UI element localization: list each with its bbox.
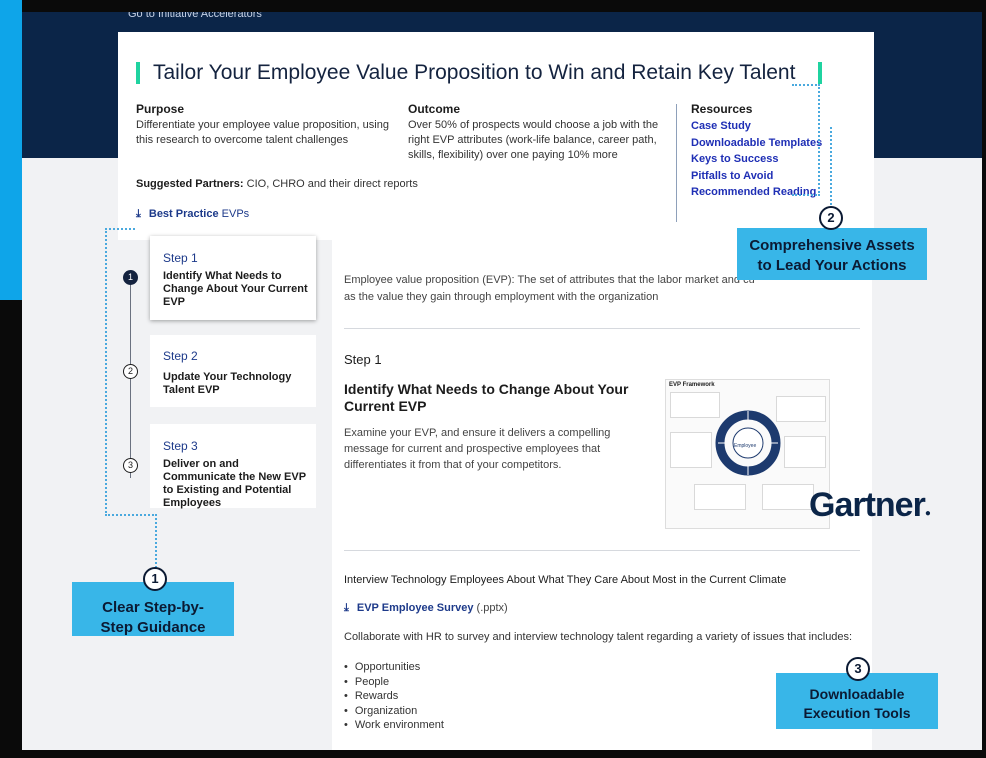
step-3-desc: Deliver on and Communicate the New EVP t… <box>163 458 306 509</box>
resource-link-reading[interactable]: Recommended Reading <box>691 186 817 198</box>
title-accent-left <box>136 62 140 84</box>
figure-box <box>784 436 826 468</box>
connector-res-right <box>818 84 820 196</box>
best-practice-link[interactable]: ⤓ Best Practice EVPs <box>136 208 249 221</box>
resources-heading: Resources <box>691 102 753 116</box>
resource-link-templates[interactable]: Downloadable Templates <box>691 137 823 149</box>
resource-link-case-study[interactable]: Case Study <box>691 120 751 132</box>
figure-box <box>694 484 746 510</box>
content-step-label: Step 1 <box>344 352 382 367</box>
breadcrumb[interactable]: Go to Initiative Accelerators <box>128 12 262 20</box>
title-accent-right <box>818 62 822 84</box>
step-2-card[interactable]: Step 2 Update Your Technology Talent EVP <box>150 335 316 407</box>
callout-2-text: Comprehensive Assets to Lead Your Action… <box>749 237 915 274</box>
suggested-partners: Suggested Partners: CIO, CHRO and their … <box>136 178 418 190</box>
callout-tools: Downloadable Execution Tools <box>776 673 938 729</box>
divider <box>344 328 860 329</box>
connector-res-top <box>792 84 820 86</box>
list-item: Organization <box>344 704 444 719</box>
survey-download-link[interactable]: ⤓ EVP Employee Survey (.pptx) <box>344 602 508 615</box>
step-1-marker: 1 <box>123 270 138 285</box>
step-2-marker: 2 <box>123 364 138 379</box>
callout-3-text: Downloadable Execution Tools <box>803 686 911 721</box>
content-heading: Identify What Needs to Change About Your… <box>344 381 629 414</box>
figure-box <box>670 432 712 468</box>
step-3-marker: 3 <box>123 458 138 473</box>
partners-label: Suggested Partners: <box>136 178 244 190</box>
callout-1-badge: 1 <box>143 567 167 591</box>
figure-box <box>776 396 826 422</box>
figure-box <box>762 484 814 510</box>
issues-list: Opportunities People Rewards Organizatio… <box>344 660 444 733</box>
initiative-card: Tailor Your Employee Value Proposition t… <box>118 32 874 240</box>
evp-ring-diagram <box>715 410 781 476</box>
step-3-card[interactable]: Step 3 Deliver on and Communicate the Ne… <box>150 424 316 509</box>
divider <box>344 550 860 551</box>
connector-steps-bottom <box>105 514 157 516</box>
list-item: Opportunities <box>344 660 444 675</box>
outcome-heading: Outcome <box>408 102 461 116</box>
figure-center-label: Employee <box>734 443 757 449</box>
step-1-desc: Identify What Needs to Change About Your… <box>163 270 308 308</box>
survey-file-ext: (.pptx) <box>476 602 508 614</box>
callout-assets: Comprehensive Assets to Lead Your Action… <box>737 228 927 280</box>
callout-guidance: Clear Step-by-Step Guidance <box>72 582 234 636</box>
download-icon: ⤓ <box>344 602 349 614</box>
list-item: People <box>344 675 444 690</box>
connector-steps-left <box>105 228 107 516</box>
purpose-heading: Purpose <box>136 102 185 116</box>
resource-link-keys[interactable]: Keys to Success <box>691 153 779 165</box>
left-accent-strip <box>0 0 22 300</box>
connector-callout-1 <box>155 514 157 572</box>
callout-2-badge: 2 <box>819 206 843 230</box>
column-divider <box>676 104 677 222</box>
purpose-text: Differentiate your employee value propos… <box>136 119 389 146</box>
outcome-text: Over 50% of prospects would choose a job… <box>408 119 659 161</box>
connector-res-bottom <box>792 194 820 196</box>
figure-box <box>670 392 720 418</box>
logo-text: Gartner <box>809 486 926 524</box>
step-1-card[interactable]: Step 1 Identify What Needs to Change Abo… <box>150 236 316 320</box>
best-practice-bold: Best Practice <box>148 208 219 220</box>
list-item: Rewards <box>344 689 444 704</box>
collaborate-text: Collaborate with HR to survey and interv… <box>344 631 853 643</box>
evp-definition: Employee value proposition (EVP): The se… <box>344 274 755 303</box>
step-1-label: Step 1 <box>163 251 198 265</box>
screenshot-frame: Go to Initiative Accelerators Tailor You… <box>22 12 982 750</box>
page-title: Tailor Your Employee Value Proposition t… <box>153 61 796 84</box>
step-content-panel: Employee value proposition (EVP): The se… <box>332 234 872 750</box>
gartner-logo: Gartner● <box>809 486 931 524</box>
step-2-label: Step 2 <box>163 349 198 363</box>
connector-steps-top <box>105 228 135 230</box>
callout-3-badge: 3 <box>846 657 870 681</box>
step-2-desc: Update Your Technology Talent EVP <box>163 371 292 396</box>
connector-callout-2 <box>830 127 832 209</box>
callout-1-text: Clear Step-by-Step Guidance <box>100 599 206 636</box>
best-practice-rest: EVPs <box>221 208 250 220</box>
interview-subheading: Interview Technology Employees About Wha… <box>344 574 787 586</box>
evp-framework-figure[interactable]: EVP Framework Employee <box>665 379 830 529</box>
survey-link-text: EVP Employee Survey <box>356 602 474 614</box>
figure-title: EVP Framework <box>669 382 715 388</box>
content-paragraph: Examine your EVP, and ensure it delivers… <box>344 427 611 471</box>
step-3-label: Step 3 <box>163 439 198 453</box>
partners-text: CIO, CHRO and their direct reports <box>246 178 418 190</box>
download-icon: ⤓ <box>136 208 141 220</box>
list-item: Work environment <box>344 718 444 733</box>
resource-link-pitfalls[interactable]: Pitfalls to Avoid <box>691 170 774 182</box>
